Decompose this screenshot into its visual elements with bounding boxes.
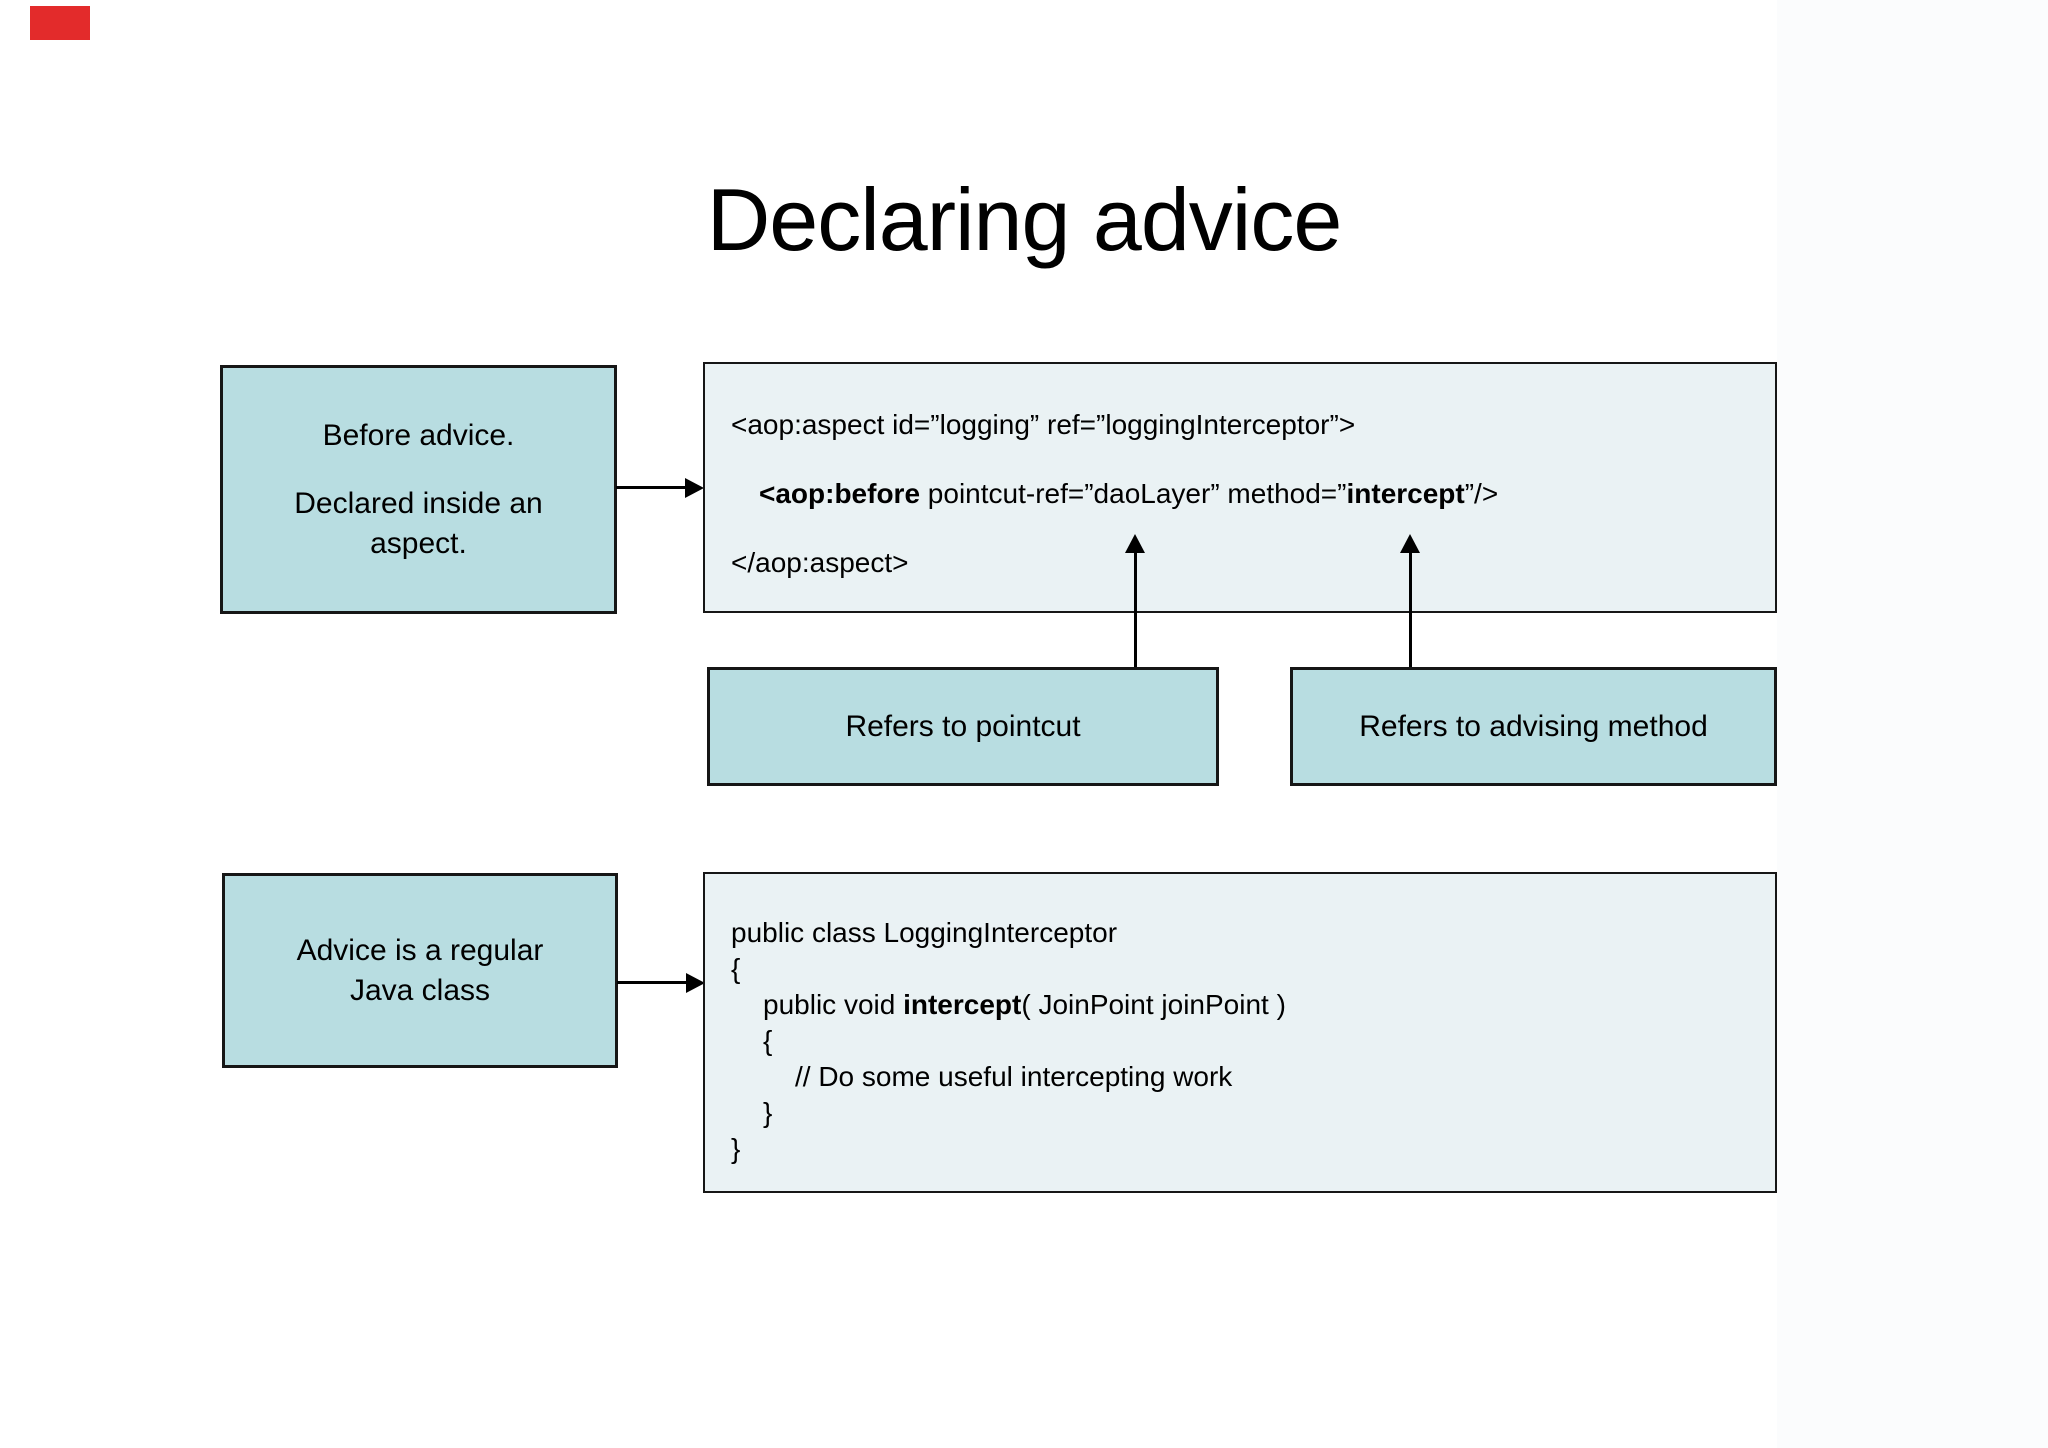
- refers-to-advising-method-box: Refers to advising method: [1290, 667, 1777, 786]
- arrow-pointcut-line: [1134, 552, 1137, 668]
- right-margin-strip: [1777, 0, 2048, 1448]
- arrow-right-icon: [686, 973, 705, 993]
- code-line: </aop:aspect>: [731, 546, 909, 578]
- arrow-up-icon: [1125, 534, 1145, 553]
- arrow-up-icon: [1400, 534, 1420, 553]
- before-advice-text-1: Before advice.: [322, 418, 515, 452]
- before-advice-box: Before advice. Declared inside an aspect…: [220, 365, 617, 614]
- arrow-advice-to-java-line: [617, 981, 687, 984]
- arrow-before-to-xml-line: [616, 486, 686, 489]
- code-line: <aop:before pointcut-ref=”daoLayer” meth…: [759, 477, 1499, 509]
- code-line: }: [731, 1133, 741, 1164]
- code-line: public class LoggingInterceptor: [731, 917, 1118, 948]
- advice-regular-class-label: Advice is a regular Java class: [296, 933, 544, 1007]
- code-line: }: [763, 1097, 773, 1128]
- code-line: // Do some useful intercepting work: [795, 1061, 1233, 1092]
- refers-to-advising-method-label: Refers to advising method: [1359, 709, 1708, 743]
- refers-to-pointcut-label: Refers to pointcut: [845, 709, 1081, 743]
- java-code-box: public class LoggingInterceptor { public v…: [703, 872, 1777, 1193]
- advice-regular-class-box: Advice is a regular Java class: [222, 873, 618, 1068]
- red-marker: [30, 6, 90, 40]
- code-line: {: [731, 953, 741, 984]
- code-line: <aop:aspect id=”logging” ref=”loggingInt…: [731, 408, 1356, 440]
- arrow-method-line: [1409, 552, 1412, 668]
- code-line: public void intercept( JoinPoint joinPoi…: [763, 989, 1286, 1020]
- xml-code-box: <aop:aspect id=”logging” ref=”loggingInt…: [703, 362, 1777, 613]
- slide-title: Declaring advice: [706, 170, 1343, 269]
- refers-to-pointcut-box: Refers to pointcut: [707, 667, 1219, 786]
- code-line: {: [763, 1025, 773, 1056]
- before-advice-text-2: Declared inside an aspect.: [294, 486, 543, 560]
- arrow-right-icon: [685, 478, 704, 498]
